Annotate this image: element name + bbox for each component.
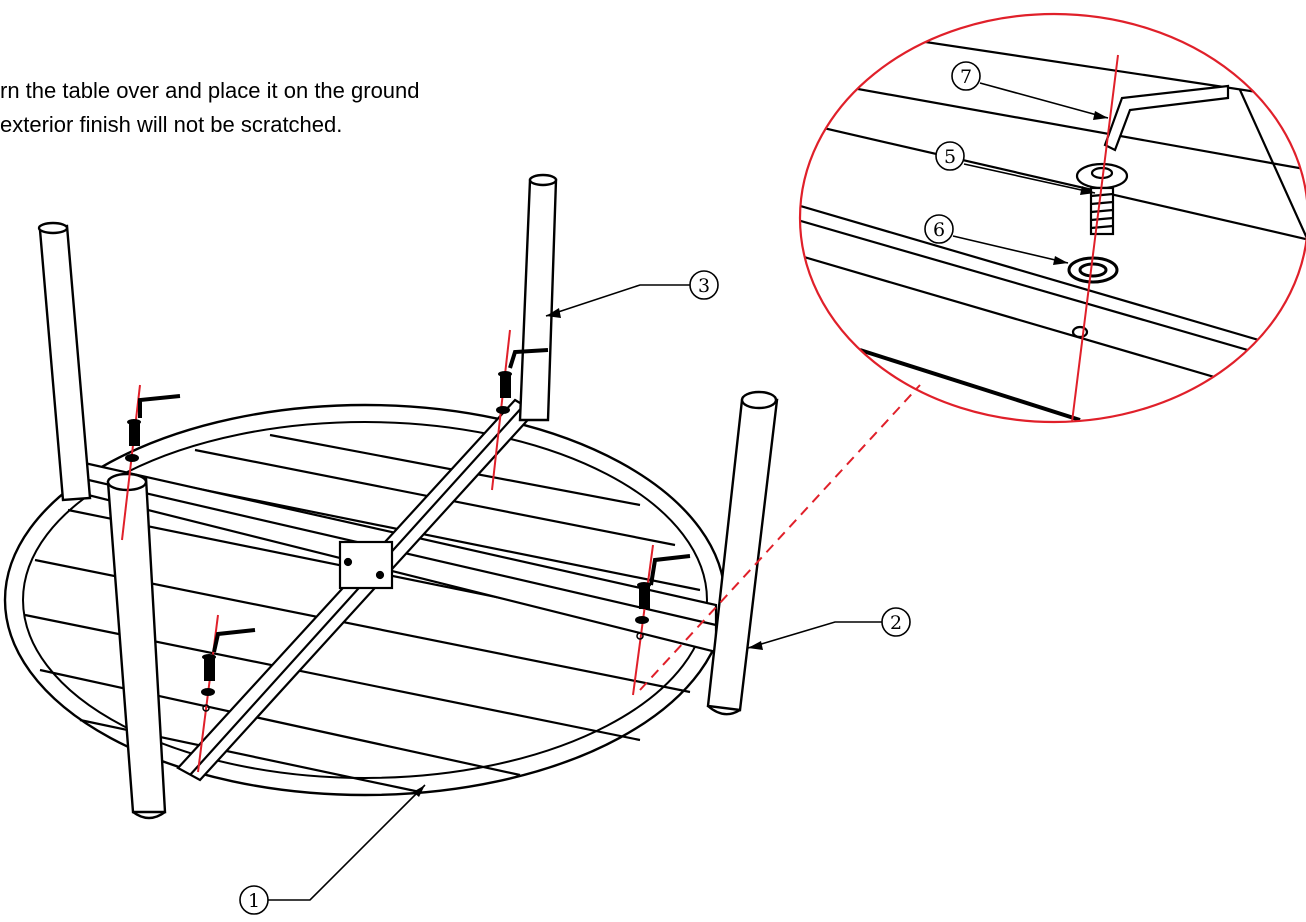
bolt-set-back-middle — [491, 329, 549, 491]
callout-2: 2 — [747, 607, 911, 650]
callout-2-label: 2 — [890, 612, 902, 634]
frame — [78, 398, 718, 782]
callouts: 1 2 3 7 5 — [239, 61, 1109, 915]
leg-front-left — [106, 472, 167, 820]
bolt-set-right — [632, 544, 691, 696]
leg-back-middle — [518, 173, 558, 422]
instruction-line-2: exterior finish will not be scratched. — [0, 112, 343, 137]
callout-5: 5 — [935, 141, 1096, 195]
callout-1: 1 — [239, 784, 426, 915]
instruction-line-1: rn the table over and place it on the gr… — [0, 78, 420, 103]
callout-7: 7 — [951, 61, 1109, 120]
leg-back-left — [37, 221, 92, 502]
callout-3-label: 3 — [698, 275, 710, 297]
callout-6-label: 6 — [933, 219, 945, 241]
legs — [37, 173, 779, 820]
bolt-set-front-left — [197, 614, 256, 773]
leg-front-right — [706, 390, 779, 716]
detail-view — [798, 12, 1306, 424]
callout-6: 6 — [924, 214, 1069, 265]
bolt-set-back-left — [121, 384, 181, 541]
callout-7-label: 7 — [960, 66, 972, 88]
callout-1-label: 1 — [248, 890, 260, 912]
instruction-text: rn the table over and place it on the gr… — [0, 74, 640, 142]
callout-3: 3 — [545, 270, 719, 318]
callout-5-label: 5 — [944, 146, 956, 168]
detail-connector-line — [639, 384, 921, 691]
hardware — [121, 329, 691, 773]
